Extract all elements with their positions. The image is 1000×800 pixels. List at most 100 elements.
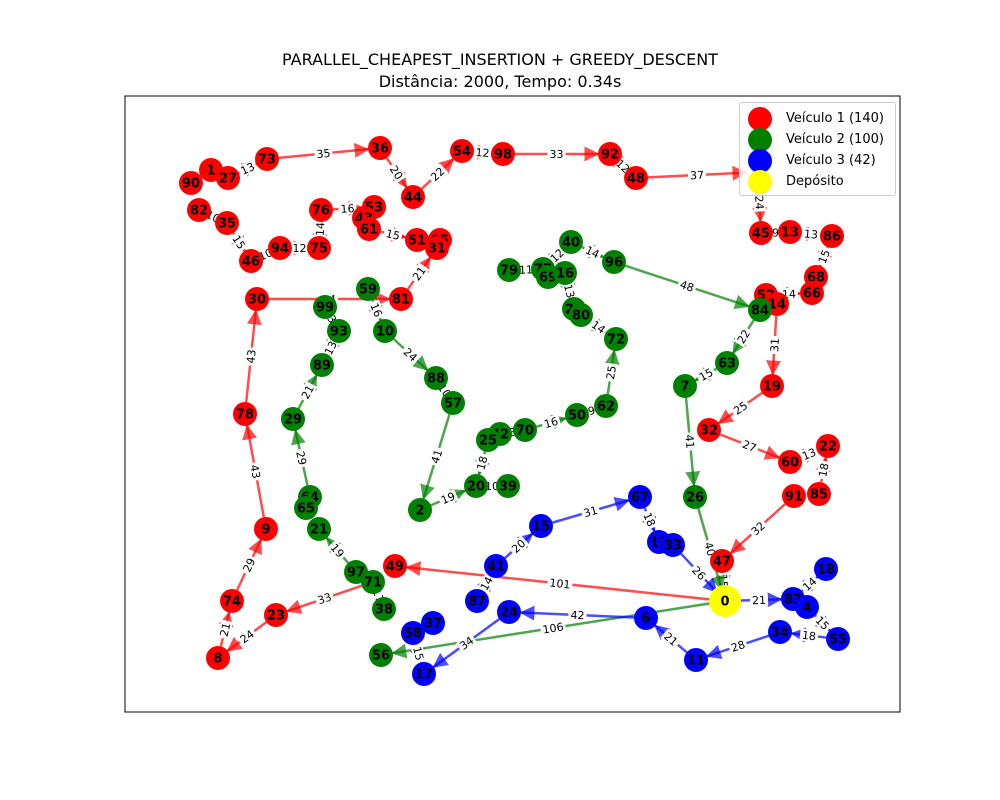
customer-node: 65 <box>294 496 318 520</box>
edge-label: 18 <box>474 455 490 472</box>
node-circle <box>795 595 819 619</box>
node-label: 98 <box>494 148 512 163</box>
node-circle <box>553 261 577 285</box>
edge-label-bg <box>547 148 566 160</box>
customer-node: 56 <box>369 643 393 667</box>
customer-node: 49 <box>383 554 407 578</box>
edge-label: 14 <box>583 244 601 262</box>
customer-node: 10 <box>373 319 397 343</box>
edge-label: 15 <box>410 645 426 662</box>
edge-label-group: 27 <box>738 437 761 455</box>
customer-node: 30 <box>245 287 269 311</box>
edge-label: 13 <box>803 227 818 241</box>
edge-label: 11 <box>519 263 533 276</box>
legend-marker <box>748 107 772 131</box>
edge-label: 29 <box>293 450 309 466</box>
edge-label-bg <box>217 619 233 640</box>
node-label: 71 <box>364 576 382 591</box>
node-label: 58 <box>404 627 422 642</box>
node-label: 96 <box>605 256 623 271</box>
customer-node: 74 <box>220 589 244 613</box>
node-label: 69 <box>539 271 557 286</box>
edge-label: 15 <box>385 227 402 243</box>
customer-node: 78 <box>233 402 257 426</box>
node-label: 15 <box>532 520 550 535</box>
node-circle <box>405 228 429 252</box>
node-circle <box>179 171 203 195</box>
node-circle <box>807 482 831 506</box>
customer-node: 18 <box>814 557 838 581</box>
edge-label-bg <box>229 231 249 253</box>
edge-label-bg <box>660 628 682 650</box>
edge-label: 27 <box>740 438 758 455</box>
customer-node: 40 <box>559 230 583 254</box>
edge-label-bg <box>455 632 478 654</box>
node-label: 41 <box>487 560 505 575</box>
edge-label: 21 <box>752 594 766 607</box>
edge-label: 14 <box>314 222 328 237</box>
edge-label-bg <box>338 202 357 215</box>
node-label: 67 <box>631 491 649 506</box>
node-label: 29 <box>284 413 302 428</box>
node-label: 36 <box>371 142 389 157</box>
node-circle <box>373 319 397 343</box>
edge-label-bg <box>426 163 449 185</box>
node-circle <box>594 394 618 418</box>
node-label: 87 <box>468 595 486 610</box>
edge-label: 21 <box>218 621 234 638</box>
node-circle <box>709 585 741 617</box>
edge-label: 25 <box>604 365 619 381</box>
customer-node: 27 <box>216 166 240 190</box>
node-label: 65 <box>297 502 315 517</box>
edge-label-group: 106 <box>539 620 567 637</box>
edge-label: 33 <box>316 591 333 608</box>
edge-label-group: 13 <box>236 159 259 178</box>
edge-label-group: 41 <box>682 431 697 452</box>
node-label: 60 <box>781 456 799 471</box>
edge-label-group: 31 <box>767 335 782 355</box>
edge-label: 29 <box>241 556 259 574</box>
node-label: 11 <box>687 654 705 669</box>
edge-label: 16 <box>367 301 384 319</box>
node-circle <box>683 485 707 509</box>
edge-label: 13 <box>239 160 257 178</box>
customer-node: 71 <box>361 570 385 594</box>
customer-node: 21 <box>307 517 331 541</box>
node-label: 9 <box>261 523 270 538</box>
edge-label-bg <box>581 242 604 262</box>
customer-node: 34 <box>768 620 792 644</box>
customer-node: 84 <box>748 298 772 322</box>
edge-label: 16 <box>543 415 560 431</box>
customer-node: 94 <box>268 236 292 260</box>
edge-label-bg <box>729 397 752 419</box>
node-circle <box>255 147 279 171</box>
node-circle <box>484 554 508 578</box>
customer-node: 90 <box>179 171 203 195</box>
customer-node: 96 <box>602 250 626 274</box>
node-label: 70 <box>516 424 534 439</box>
customer-node: 61 <box>357 217 381 241</box>
edge-label-bg <box>408 262 430 285</box>
edge-label: 24 <box>752 195 766 210</box>
edge-label-bg <box>815 460 832 480</box>
customer-node: 7 <box>673 374 697 398</box>
node-circle <box>800 281 824 305</box>
node-circle <box>710 549 734 573</box>
node-label: 46 <box>242 255 260 270</box>
edge-label-bg <box>561 280 578 302</box>
node-label: 55 <box>829 633 847 648</box>
legend-label: Veículo 3 (42) <box>786 153 876 168</box>
edge-label: 13 <box>561 283 577 300</box>
node-circle <box>313 295 337 319</box>
customer-node: 2 <box>408 498 432 522</box>
node-label: 88 <box>427 372 445 387</box>
node-circle <box>673 374 697 398</box>
edge-label-group: 15 <box>382 226 404 243</box>
node-circle <box>634 606 658 630</box>
edge-label-bg <box>516 263 536 276</box>
node-circle <box>826 627 850 651</box>
edge-label-group: 16 <box>540 414 562 431</box>
node-label: 56 <box>372 649 390 664</box>
